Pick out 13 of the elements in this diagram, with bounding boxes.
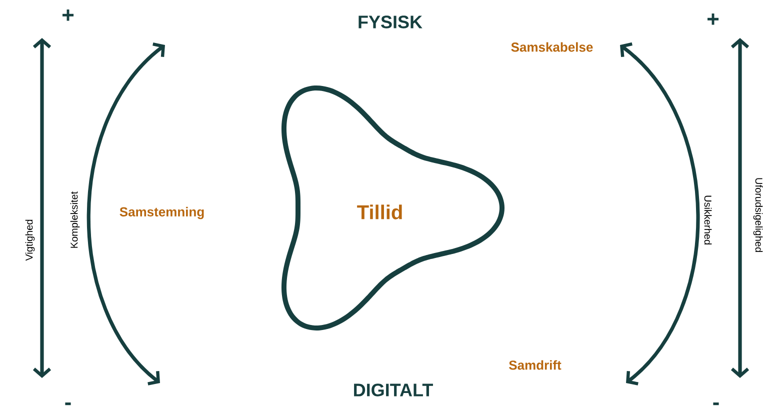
heading: FYSISK — [358, 16, 422, 28]
lobe-label: Samskabelse — [511, 42, 593, 52]
lobe-label: Samstemning — [120, 206, 204, 220]
plus-sign: + — [708, 14, 719, 25]
axis-label: Usikkerhed — [704, 196, 712, 244]
axis-label: Vigtighed — [25, 220, 35, 261]
heading: DIGITALT — [354, 384, 433, 396]
lobe-label: Samdrift — [509, 360, 562, 370]
axis-label: Kompleksitet — [70, 191, 80, 248]
minus-sign: - — [713, 402, 719, 406]
axis-label: Uforudsigelighed — [753, 178, 763, 252]
plus-sign: + — [62, 10, 74, 21]
minus-sign: - — [65, 402, 71, 406]
